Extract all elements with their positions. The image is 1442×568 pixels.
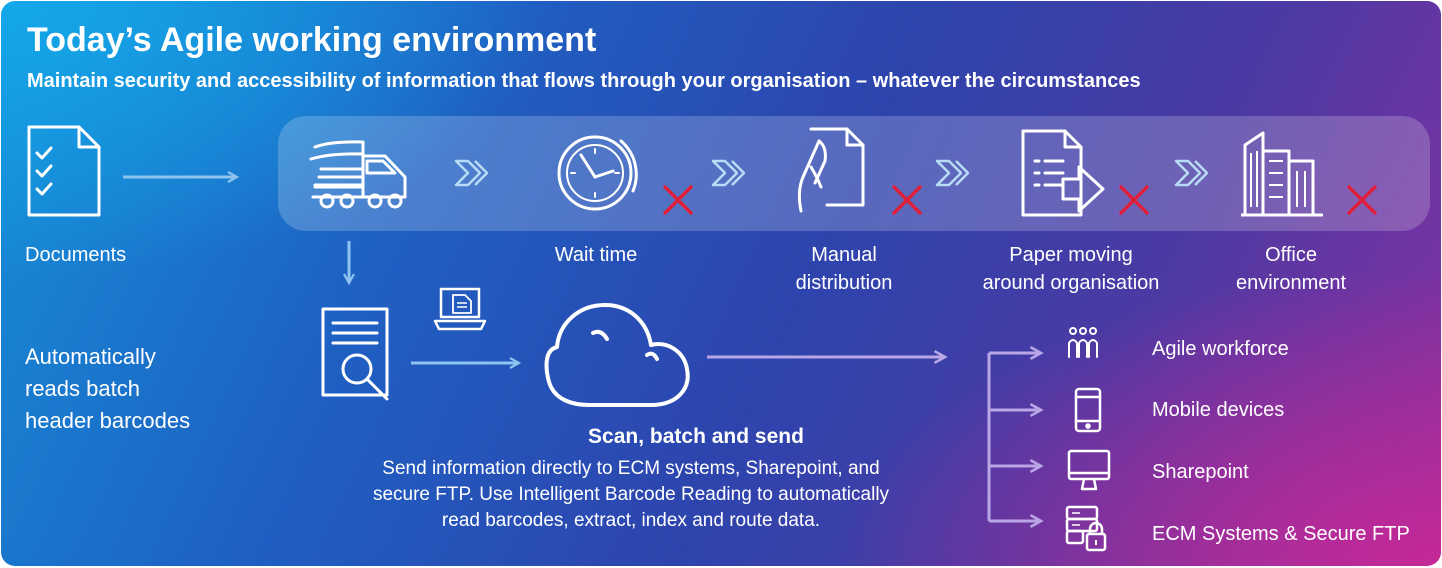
laptop-icon bbox=[433, 287, 487, 331]
page-subtitle: Maintain security and accessibility of i… bbox=[27, 70, 1141, 92]
step-label-line2: environment bbox=[1235, 272, 1347, 294]
chevron-icon bbox=[454, 159, 489, 187]
documents-icon bbox=[27, 125, 101, 217]
documents-label: Documents bbox=[25, 244, 127, 266]
monitor-icon bbox=[1067, 449, 1111, 491]
step-label-line2: around organisation bbox=[982, 272, 1160, 294]
document-search-icon bbox=[321, 307, 389, 401]
delivery-truck-icon bbox=[309, 140, 407, 209]
step-office-environment: Office environment bbox=[1211, 241, 1371, 297]
destination-agile-workforce: Agile workforce bbox=[1152, 338, 1289, 360]
cross-icon bbox=[663, 185, 693, 215]
scan-title: Scan, batch and send bbox=[588, 425, 804, 448]
server-lock-icon bbox=[1065, 505, 1107, 552]
automation-line: Automatically bbox=[25, 344, 156, 369]
chevron-icon bbox=[1174, 159, 1209, 187]
automation-text: Automatically reads batch header barcode… bbox=[25, 341, 190, 437]
chevron-icon bbox=[711, 159, 746, 187]
destination-sharepoint: Sharepoint bbox=[1152, 461, 1249, 483]
step-wait-time: Wait time bbox=[516, 241, 676, 269]
destination-branches bbox=[987, 353, 1041, 521]
step-label-line1: Wait time bbox=[554, 244, 638, 266]
step-manual-distribution: Manual distribution bbox=[764, 241, 924, 297]
automation-line: header barcodes bbox=[25, 408, 191, 433]
scan-description-line: secure FTP. Use Intelligent Barcode Read… bbox=[372, 484, 890, 505]
scan-description-line: Send information directly to ECM systems… bbox=[382, 458, 880, 479]
cross-icon bbox=[1347, 185, 1377, 215]
step-label-line1: Paper moving bbox=[1009, 244, 1133, 266]
step-label-line2: distribution bbox=[795, 272, 893, 294]
scan-description-line: read barcodes, extract, index and route … bbox=[441, 510, 821, 531]
step-label-line1: Office bbox=[1265, 244, 1317, 266]
automation-line: reads batch bbox=[25, 376, 140, 401]
mobile-icon bbox=[1074, 387, 1102, 433]
cross-icon bbox=[892, 185, 922, 215]
destination-ecm-secure-ftp: ECM Systems & Secure FTP bbox=[1152, 523, 1410, 545]
chevron-icon bbox=[935, 159, 970, 187]
people-icon bbox=[1068, 327, 1098, 358]
destination-mobile-devices: Mobile devices bbox=[1152, 399, 1285, 421]
cloud-icon bbox=[544, 303, 690, 407]
document-forward-icon bbox=[1021, 129, 1105, 217]
scan-description: Send information directly to ECM systems… bbox=[301, 456, 961, 534]
clock-icon bbox=[557, 135, 638, 211]
office-building-icon bbox=[1241, 131, 1323, 217]
cross-icon bbox=[1119, 185, 1149, 215]
hand-document-icon bbox=[797, 127, 865, 213]
page-title: Today’s Agile working environment bbox=[27, 21, 597, 59]
step-paper-moving: Paper moving around organisation bbox=[961, 241, 1181, 297]
step-label-line1: Manual bbox=[811, 244, 877, 266]
